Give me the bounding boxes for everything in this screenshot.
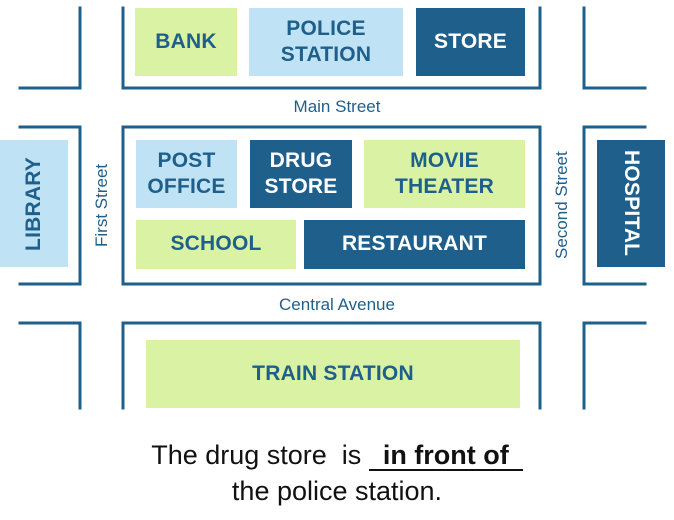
bank-building: BANK bbox=[135, 8, 237, 76]
post-office-building: POST OFFICE bbox=[136, 140, 237, 208]
block-outline-bottom-center bbox=[121, 321, 542, 410]
library-label: LIBRARY bbox=[21, 156, 45, 251]
block-outline-bottom-right bbox=[582, 321, 647, 410]
block-outline-middle-center bbox=[121, 125, 542, 286]
sentence-line-2: the police station. bbox=[231, 476, 443, 506]
restaurant-building: RESTAURANT bbox=[304, 220, 525, 269]
police-station-label: POLICE STATION bbox=[280, 16, 372, 66]
movie-theater-building: MOVIE THEATER bbox=[364, 140, 525, 208]
first-street-label: First Street bbox=[92, 163, 111, 248]
store-building: STORE bbox=[416, 8, 525, 76]
drug-store-building: DRUG STORE bbox=[250, 140, 352, 208]
answer-blank: in front of bbox=[368, 441, 523, 472]
drug-store-label: DRUG STORE bbox=[264, 148, 338, 198]
block-outline-top-right bbox=[582, 6, 647, 90]
block-outline-top-left bbox=[18, 6, 82, 90]
movie-theater-label: MOVIE THEATER bbox=[394, 148, 494, 198]
block-outline-middle-left bbox=[18, 125, 82, 286]
main-street-label: Main Street bbox=[293, 97, 381, 116]
hospital-label: HOSPITAL bbox=[620, 150, 644, 257]
block-outline-bottom-left bbox=[18, 321, 82, 410]
second-street-label: Second Street bbox=[552, 151, 571, 260]
hospital-building: HOSPITAL bbox=[597, 140, 665, 267]
block-outline-top-center bbox=[121, 6, 542, 90]
police-station-building: POLICE STATION bbox=[249, 8, 403, 76]
bank-label: BANK bbox=[155, 29, 217, 53]
central-avenue-label: Central Avenue bbox=[279, 295, 395, 314]
sentence-before: The drug store is bbox=[151, 440, 369, 470]
block-outline-middle-right bbox=[582, 125, 647, 286]
store-label: STORE bbox=[434, 29, 507, 53]
school-label: SCHOOL bbox=[170, 232, 262, 256]
train-station-label: TRAIN STATION bbox=[252, 361, 414, 385]
school-building: SCHOOL bbox=[136, 220, 296, 269]
library-building: LIBRARY bbox=[0, 140, 68, 267]
post-office-label: POST OFFICE bbox=[147, 148, 226, 198]
sentence-line-1: The drug store is in front of bbox=[0, 440, 674, 472]
train-station-building: TRAIN STATION bbox=[146, 340, 520, 408]
restaurant-label: RESTAURANT bbox=[341, 232, 488, 256]
